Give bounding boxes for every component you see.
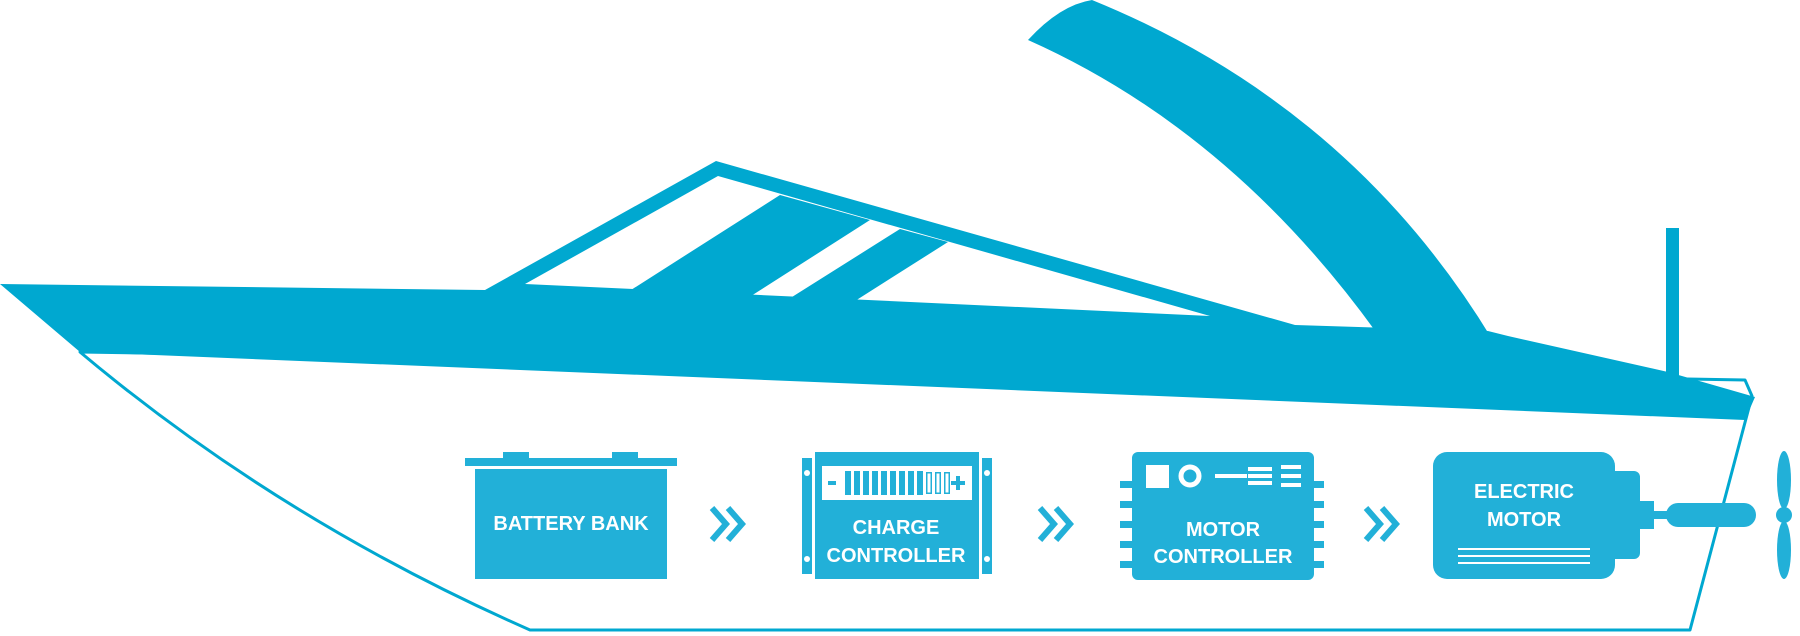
antenna-icon [1666,228,1679,380]
electric-motor-label-line2: MOTOR [1487,509,1562,531]
double-chevron-right-icon [709,506,746,542]
electric-motor-icon: ELECTRIC MOTOR [1433,452,1756,579]
double-chevron-right-icon [1363,506,1400,542]
electric-motor-label-line1: ELECTRIC [1474,481,1574,503]
charge-controller-icon: CHARGE CONTROLLER [802,452,992,579]
flow-arrow-2 [1037,506,1074,542]
battery-bank-label: BATTERY BANK [493,513,649,535]
double-chevron-right-icon [1037,506,1074,542]
motor-shaft [1666,503,1756,527]
battery-bank-box [475,469,667,579]
tower-arch [1028,0,1492,339]
charge-controller-label-line1: CHARGE [853,517,940,539]
propeller-icon [1776,451,1792,579]
motor-controller-icon: MOTOR CONTROLLER [1120,452,1324,580]
flow-arrow-1 [709,506,746,542]
flow-arrow-3 [1363,506,1400,542]
motor-controller-label-line1: MOTOR [1186,519,1261,541]
battery-level-meter [822,466,972,500]
motor-controller-label-line2: CONTROLLER [1154,546,1293,568]
electric-motor-box [1433,452,1615,579]
battery-icon: BATTERY BANK [465,452,677,579]
motor-controller-pins [1120,481,1324,568]
charge-controller-label-line2: CONTROLLER [827,545,966,567]
windshield-frame [631,195,948,301]
